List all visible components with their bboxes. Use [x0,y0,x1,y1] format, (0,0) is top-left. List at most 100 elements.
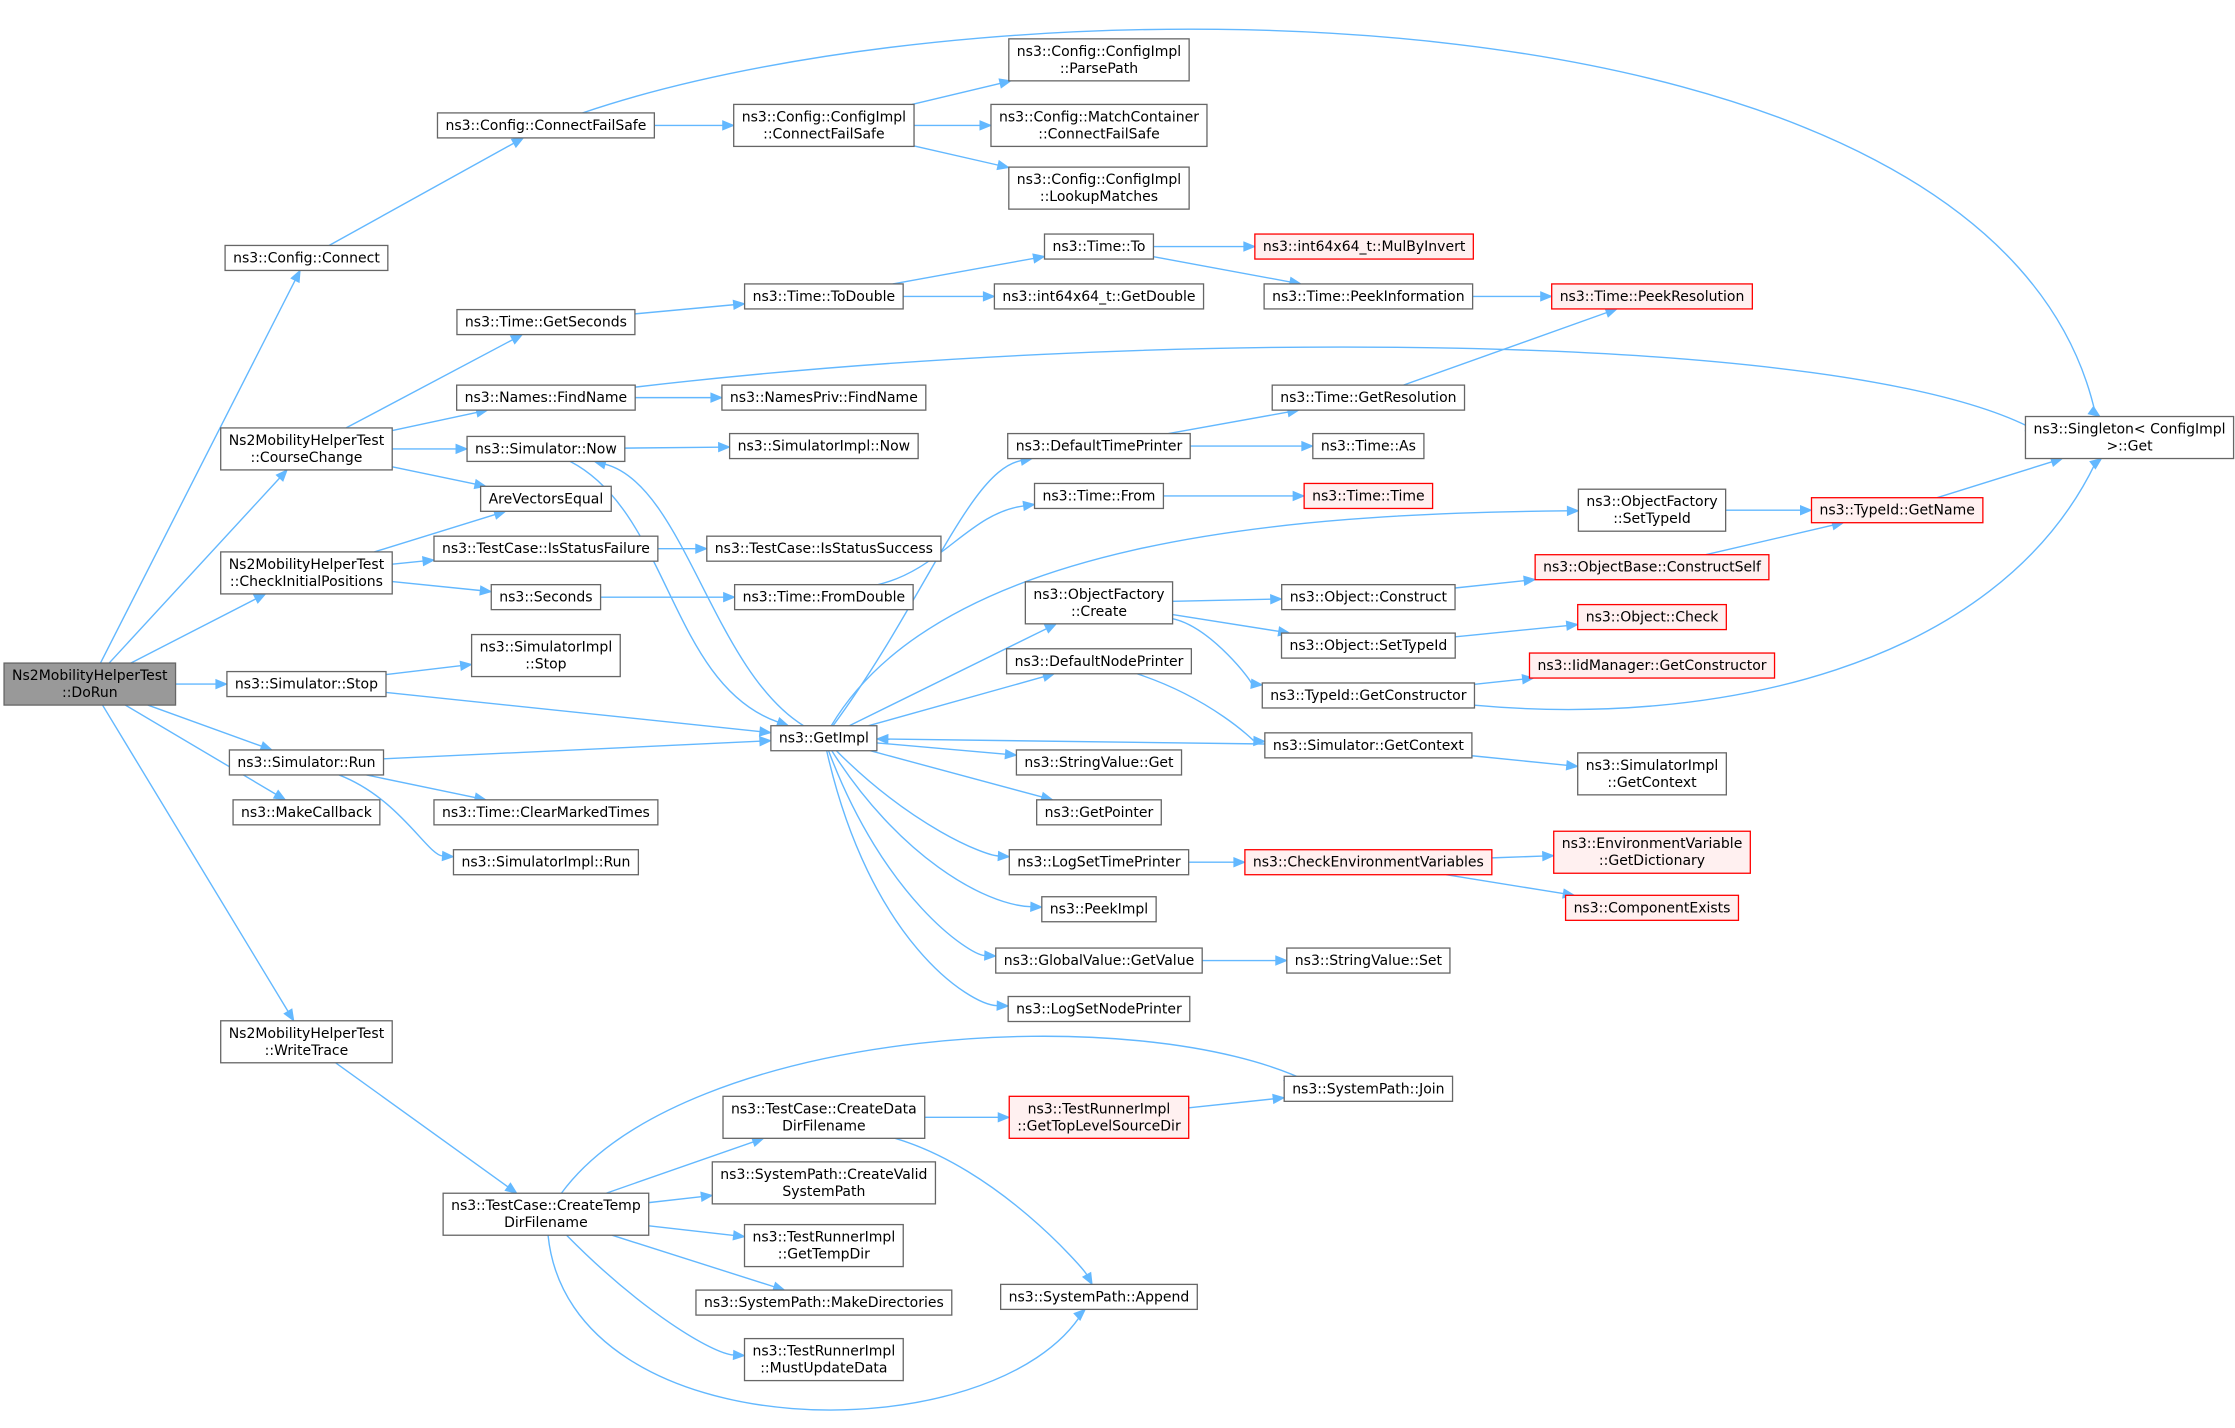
node-box[interactable] [1007,995,1191,1023]
node-time-to[interactable]: ns3::Time::To [1043,233,1155,260]
node-sim-run[interactable]: ns3::Simulator::Run [228,749,385,776]
node-box[interactable] [456,308,636,336]
node-box[interactable] [1271,384,1466,411]
node-stringvalue-get[interactable]: ns3::StringValue::Get [1015,749,1183,776]
node-namespriv-findname[interactable]: ns3::NamesPriv::FindName [721,384,927,411]
node-time-as[interactable]: ns3::Time::As [1312,432,1425,460]
node-componentexists[interactable]: ns3::ComponentExists [1564,894,1740,921]
node-box[interactable] [228,749,385,776]
node-box[interactable] [743,283,904,310]
node-box[interactable] [1564,894,1740,921]
node-box[interactable] [220,551,393,595]
node-simimpl-stop[interactable]: ns3::SimulatorImpl::Stop [470,633,621,678]
node-box[interactable] [1007,432,1191,460]
node-obj-construct[interactable]: ns3::Object::Construct [1281,583,1456,611]
node-simimpl-now[interactable]: ns3::SimulatorImpl::Now [728,432,919,460]
node-mustupdatedata[interactable]: ns3::TestRunnerImpl::MustUpdateData [743,1337,904,1382]
node-getdouble[interactable]: ns3::int64x64_t::GetDouble [993,283,1205,310]
node-box[interactable] [993,283,1205,310]
node-makedirectories[interactable]: ns3::SystemPath::MakeDirectories [695,1289,953,1316]
node-systempath-join[interactable]: ns3::SystemPath::Join [1283,1075,1454,1102]
node-box[interactable] [1577,603,1727,631]
node-box[interactable] [224,244,389,272]
node-box[interactable] [232,799,381,826]
node-coursechange[interactable]: Ns2MobilityHelperTest::CourseChange [220,427,393,471]
node-writetrace[interactable]: Ns2MobilityHelperTest::WriteTrace [220,1020,393,1064]
node-logsettimeprinter[interactable]: ns3::LogSetTimePrinter [1008,849,1190,876]
node-typeid-getname[interactable]: ns3::TypeId::GetName [1810,497,1984,524]
node-box[interactable] [490,583,602,611]
node-gettoplevelsourcedir[interactable]: ns3::TestRunnerImpl::GetTopLevelSourceDi… [1008,1095,1190,1139]
node-dorun[interactable]: Ns2MobilityHelperTest::DoRun [3,662,177,706]
node-box[interactable] [1303,482,1434,510]
node-iidmanager-getconstructor[interactable]: ns3::IidManager::GetConstructor [1528,652,1776,679]
node-isstatusfailure[interactable]: ns3::TestCase::IsStatusFailure [433,535,659,562]
node-sim-getcontext[interactable]: ns3::Simulator::GetContext [1264,732,1473,759]
node-peekimpl[interactable]: ns3::PeekImpl [1041,896,1157,923]
node-box[interactable] [1000,1283,1198,1311]
node-box[interactable] [1036,799,1162,826]
node-obj-check[interactable]: ns3::Object::Check [1577,603,1727,631]
node-box[interactable] [1577,488,1727,532]
node-time-from[interactable]: ns3::Time::From [1033,482,1165,510]
node-singleton-get[interactable]: ns3::Singleton< ConfigImpl >::Get [2024,415,2235,460]
node-defaulttimeprinter[interactable]: ns3::DefaultTimePrinter [1007,432,1191,460]
node-box[interactable] [3,662,177,706]
node-simimpl-getcontext[interactable]: ns3::SimulatorImpl::GetContext [1577,752,1727,796]
node-box[interactable] [733,103,915,148]
node-getimpl[interactable]: ns3::GetImpl [770,725,878,752]
node-box[interactable] [220,1020,393,1064]
node-constructself[interactable]: ns3::ObjectBase::ConstructSelf [1534,554,1770,581]
node-clearmarkedtimes[interactable]: ns3::Time::ClearMarkedTimes [433,799,659,826]
node-box[interactable] [470,633,621,678]
node-box[interactable] [1244,849,1493,876]
node-stringvalue-set[interactable]: ns3::StringValue::Set [1286,947,1451,974]
node-box[interactable] [456,384,636,411]
node-box[interactable] [433,535,659,562]
node-box[interactable] [1286,947,1451,974]
node-box[interactable] [1553,830,1751,874]
node-checkinitial[interactable]: Ns2MobilityHelperTest::CheckInitialPosit… [220,551,393,595]
node-box[interactable] [1033,482,1165,510]
node-systempath-append[interactable]: ns3::SystemPath::Append [1000,1283,1198,1311]
node-lookupmatches[interactable]: ns3::Config::ConfigImpl::LookupMatches [1008,166,1190,210]
node-getresolution[interactable]: ns3::Time::GetResolution [1271,384,1466,411]
node-arevectorsequal[interactable]: AreVectorsEqual [479,485,612,512]
node-box[interactable] [226,670,387,698]
node-box[interactable] [1005,648,1193,675]
node-box[interactable] [743,1337,904,1382]
node-typeid-getconstructor[interactable]: ns3::TypeId::GetConstructor [1261,682,1476,709]
node-box[interactable] [1283,1075,1454,1102]
node-peekinformation[interactable]: ns3::Time::PeekInformation [1263,283,1474,310]
node-box[interactable] [1261,682,1476,709]
node-cimpl-connectfailsafe[interactable]: ns3::Config::ConfigImpl::ConnectFailSafe [733,103,915,148]
node-box[interactable] [1254,233,1474,260]
node-box[interactable] [452,849,640,876]
node-getpointer[interactable]: ns3::GetPointer [1036,799,1162,826]
node-box[interactable] [1810,497,1984,524]
node-box[interactable] [733,583,914,611]
node-box[interactable] [770,725,878,752]
node-box[interactable] [1577,752,1727,796]
node-checkenv[interactable]: ns3::CheckEnvironmentVariables [1244,849,1493,876]
node-isstatussuccess[interactable]: ns3::TestCase::IsStatusSuccess [706,535,942,562]
node-box[interactable] [433,799,659,826]
node-box[interactable] [1551,283,1753,310]
node-box[interactable] [1008,849,1190,876]
node-matchcontainer[interactable]: ns3::Config::MatchContainer::ConnectFail… [990,103,1208,148]
node-box[interactable] [706,535,942,562]
node-logsetnodeprinter[interactable]: ns3::LogSetNodePrinter [1007,995,1191,1023]
node-sim-stop[interactable]: ns3::Simulator::Stop [226,670,387,698]
node-box[interactable] [442,1192,650,1236]
node-connect[interactable]: ns3::Config::Connect [224,244,389,272]
node-gettempdir[interactable]: ns3::TestRunnerImpl::GetTempDir [743,1223,904,1268]
node-connectfailsafe[interactable]: ns3::Config::ConnectFailSafe [436,112,656,139]
node-obj-settypeid[interactable]: ns3::Object::SetTypeId [1280,632,1456,659]
node-box[interactable] [220,427,393,471]
node-box[interactable] [1528,652,1776,679]
node-of-create[interactable]: ns3::ObjectFactory::Create [1024,581,1174,625]
node-todouble[interactable]: ns3::Time::ToDouble [743,283,904,310]
node-box[interactable] [1263,283,1474,310]
